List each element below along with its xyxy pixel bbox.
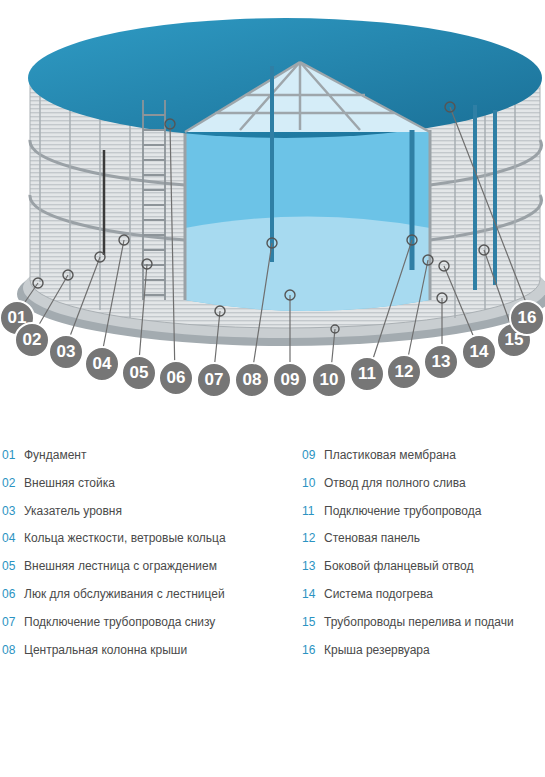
pipe [410, 130, 415, 270]
roof-rafters [185, 62, 430, 132]
callout-number: 12 [387, 355, 421, 389]
tank-roof [28, 18, 542, 138]
callout-number: 06 [159, 361, 193, 395]
part-name: Внешняя лестница с ограждением [24, 559, 217, 573]
part-name: Трубопроводы перелива и подачи [324, 615, 514, 629]
list-number: 10 [302, 476, 315, 490]
list-number: 01 [2, 448, 15, 462]
list-number: 14 [302, 587, 315, 601]
callout-number: 05 [122, 356, 156, 390]
callout-number: 16 [510, 301, 544, 335]
callout-number: 04 [85, 347, 119, 381]
list-number: 02 [2, 476, 15, 490]
list-number: 05 [2, 559, 15, 573]
part-markers [33, 102, 489, 333]
part-name: Система подогрева [324, 587, 433, 601]
part-name: Центральная колонна крыши [24, 643, 187, 657]
callout-number: 13 [424, 345, 458, 379]
part-name: Стеновая панель [324, 531, 420, 545]
part-name: Крыша резервуара [324, 643, 430, 657]
list-number: 04 [2, 531, 15, 545]
callout-number: 03 [49, 335, 83, 369]
roof-cutaway [185, 62, 430, 132]
callout-number: 15 [497, 323, 531, 357]
callout-number: 01 [0, 301, 34, 335]
list-number: 06 [2, 587, 15, 601]
part-name: Боковой фланцевый отвод [324, 559, 473, 573]
callout-number: 02 [15, 323, 49, 357]
leader-lines [14, 107, 532, 380]
part-name: Отвод для полного слива [324, 476, 466, 490]
part-name: Кольца жесткости, ветровые кольца [24, 531, 226, 545]
part-name: Подключение трубопровода снизу [24, 615, 215, 629]
list-number: 13 [302, 559, 315, 573]
list-number: 08 [2, 643, 15, 657]
part-name: Внешняя стойка [24, 476, 115, 490]
callout-number: 14 [462, 335, 496, 369]
list-number: 07 [2, 615, 15, 629]
list-number: 15 [302, 615, 315, 629]
part-name: Подключение трубопровода [324, 504, 481, 518]
part-name: Люк для обслуживания с лестницей [24, 587, 225, 601]
callout-number: 08 [235, 363, 269, 397]
callout-number: 09 [273, 363, 307, 397]
level-gauge [103, 150, 106, 255]
list-number: 12 [302, 531, 315, 545]
callout-circles [0, 301, 544, 397]
list-number: 11 [302, 504, 314, 518]
list-number: 16 [302, 643, 315, 657]
callout-number: 07 [197, 363, 231, 397]
callout-number: 10 [312, 363, 346, 397]
list-number: 03 [2, 504, 15, 518]
list-number: 09 [302, 448, 315, 462]
part-name: Пластиковая мембрана [324, 448, 456, 462]
part-name: Фундамент [24, 448, 86, 462]
central-column [270, 66, 274, 262]
part-name: Указатель уровня [24, 504, 122, 518]
cut-edge [185, 130, 430, 300]
callout-number: 11 [350, 357, 384, 391]
tank-interior [185, 130, 430, 311]
